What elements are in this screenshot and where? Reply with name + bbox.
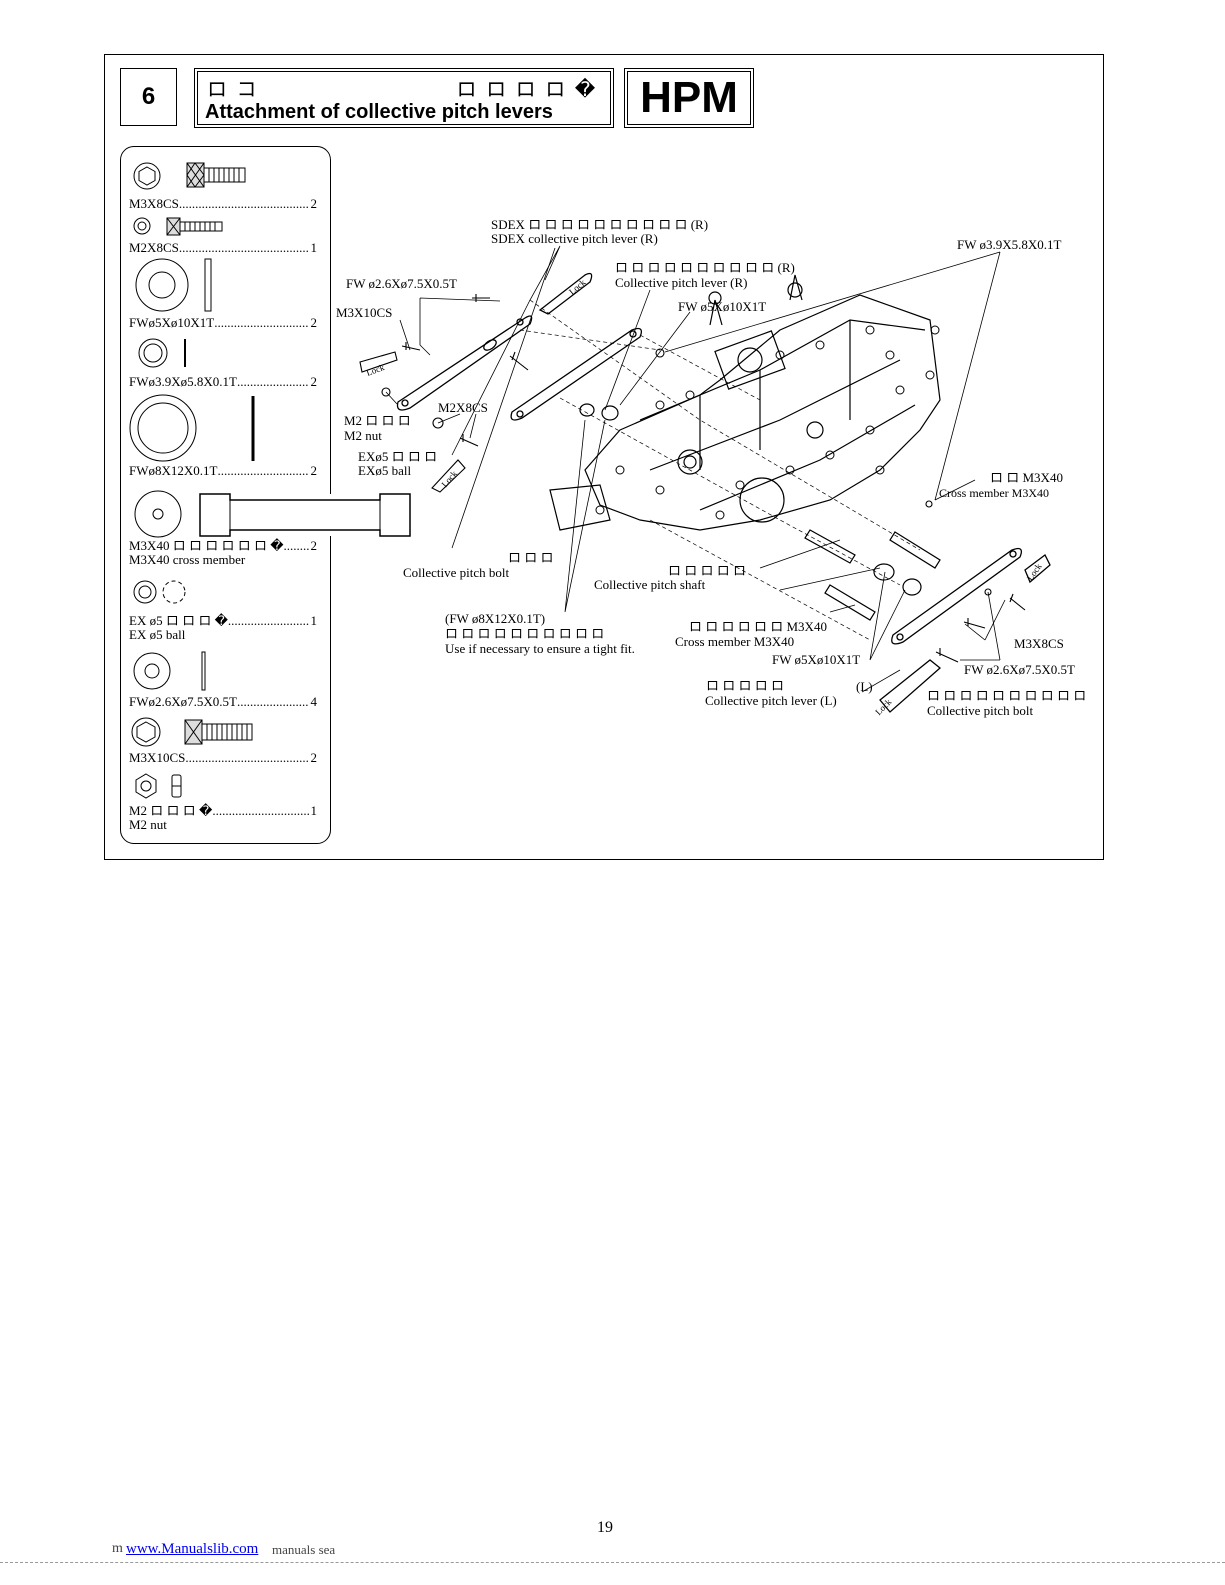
part-icon-ex5-ball xyxy=(133,580,186,604)
callout-fw8-jp: ロ ロ ロ ロ ロ ロ ロ ロ ロ ロ xyxy=(445,626,605,641)
parts-item-m2-nut-en: M2 nut xyxy=(129,817,167,832)
callout-fw8-note: (FW ø8X12X0.1T) xyxy=(445,611,546,626)
callout-lever-l-jp: ロ ロ ロ ロ ロ xyxy=(706,678,785,693)
callout-m2x8cs: M2X8CS xyxy=(438,400,488,415)
callout-lever-r-en: Collective pitch lever (R) xyxy=(615,275,748,290)
step-frame xyxy=(104,54,1104,860)
part-icon-m3x8cs xyxy=(133,162,246,190)
alignment-lines xyxy=(519,299,921,641)
callout-shaft-en: Collective pitch shaft xyxy=(594,577,706,592)
cross-members xyxy=(579,403,941,621)
lever-r xyxy=(510,327,643,421)
callout-lever-l-suffix: (L) xyxy=(856,679,873,694)
sdex-lever-r xyxy=(396,272,593,411)
footer-prefix: m xyxy=(112,1541,123,1556)
callout-ex5-jp: EXø5 ロ ロ ロ xyxy=(358,449,438,464)
callout-fw26-top: FW ø2.6Xø7.5X0.5T xyxy=(346,276,457,291)
parts-item-fw5x10: FWø5Xø10X1T2 xyxy=(129,316,317,330)
callout-cross-bot-en: Cross member M3X40 xyxy=(675,634,795,649)
step-title-jp: ロ コ ロ ロ ロ ロ � xyxy=(207,79,598,101)
parts-item-fw26x75: FWø2.6Xø7.5X0.5T4 xyxy=(129,695,317,709)
callout-fw39-top: FW ø3.9X5.8X0.1T xyxy=(957,237,1062,252)
callout-sdex-en: SDEX collective pitch lever (R) xyxy=(491,231,658,246)
manualslib-link[interactable]: www.Manualslib.com xyxy=(126,1541,259,1557)
callout-fw8-en: Use if necessary to ensure a tight fit. xyxy=(445,641,635,656)
step-title-en: Attachment of collective pitch levers xyxy=(205,101,553,123)
lever-l xyxy=(879,547,1051,713)
part-icon-m3x10cs xyxy=(131,717,253,747)
callout-m2-en: M2 nut xyxy=(344,428,382,443)
footer-divider xyxy=(0,1562,1225,1563)
step-number: 6 xyxy=(120,68,177,126)
footer-tail: manuals sea xyxy=(272,1542,336,1557)
callout-bolt-en: Collective pitch bolt xyxy=(403,565,510,580)
parts-item-m2-nut: M2 ロ ロ ロ �1 M2 nut xyxy=(129,804,317,832)
part-icon-fw39x58 xyxy=(138,338,186,368)
parts-item-m3x8cs: M3X8CS2 xyxy=(129,197,317,211)
callout-m2-jp: M2 ロ ロ ロ xyxy=(344,413,411,428)
callout-ex5-en: EXø5 ball xyxy=(358,463,412,478)
part-icon-m3x40-cross-member xyxy=(134,490,432,538)
callout-sdex-jp: SDEX ロ ロ ロ ロ ロ ロ ロ ロ ロ ロ (R) xyxy=(491,217,709,232)
part-icon-fw5x10 xyxy=(135,258,212,312)
parts-item-ex5-ball: EX ø5 ロ ロ ロ �1 EX ø5 ball xyxy=(129,614,317,642)
part-icon-fw8x12 xyxy=(129,394,255,462)
parts-item-m3x40-en: M3X40 cross member xyxy=(129,552,246,567)
callout-bolt2-en: Collective pitch bolt xyxy=(927,703,1034,718)
callout-m3x8cs: M3X8CS xyxy=(1014,636,1064,651)
helicopter-frame xyxy=(549,274,941,531)
callout-lever-l-en: Collective pitch lever (L) xyxy=(705,693,837,708)
callout-shaft-jp: ロ ロ ロ ロ ロ xyxy=(668,563,747,578)
small-parts xyxy=(359,294,1026,663)
callout-fw26-bot: FW ø2.6Xø7.5X0.5T xyxy=(964,662,1075,677)
model-badge: HPM xyxy=(624,68,754,128)
callout-cross-bot-jp: ロ ロ ロ ロ ロ ロ M3X40 xyxy=(689,619,827,634)
callout-lever-r-jp: ロ ロ ロ ロ ロ ロ ロ ロ ロ ロ (R) xyxy=(615,260,795,275)
callout-fw5-top: FW ø5Xø10X1T xyxy=(678,299,767,314)
part-icon-fw26x75 xyxy=(133,651,206,691)
callout-bolt-jp: ロ ロ ロ xyxy=(508,550,554,565)
part-icon-m2x8cs xyxy=(133,217,223,236)
callout-m3x10cs: M3X10CS xyxy=(336,305,393,320)
step-title-box: ロ コ ロ ロ ロ ロ � Attachment of collective p… xyxy=(194,68,614,128)
parts-item-m2x8cs: M2X8CS1 xyxy=(129,241,317,255)
callout-cross-top-jp: ロ ロ M3X40 xyxy=(990,470,1063,485)
parts-item-m3x10cs: M3X10CS2 xyxy=(129,751,317,765)
parts-item-ex5-ball-en: EX ø5 ball xyxy=(129,627,186,642)
parts-item-m3x40: M3X40 ロ ロ ロ ロ ロ ロ �2 M3X40 cross member xyxy=(129,539,317,567)
parts-item-fw39x58: FWø3.9Xø5.8X0.1T2 xyxy=(129,375,317,389)
callout-bolt2-jp: ロ ロ ロ ロ ロ ロ ロ ロ ロ ロ xyxy=(927,688,1087,703)
callout-fw5-bot: FW ø5Xø10X1T xyxy=(772,652,861,667)
callout-cross-top-en: Cross member M3X40 xyxy=(939,486,1049,500)
page-number: 19 xyxy=(597,1519,613,1536)
leader-lines xyxy=(385,245,1006,693)
parts-item-fw8x12: FWø8X12X0.1T2 xyxy=(129,464,317,478)
part-icon-m2-nut xyxy=(135,773,182,799)
